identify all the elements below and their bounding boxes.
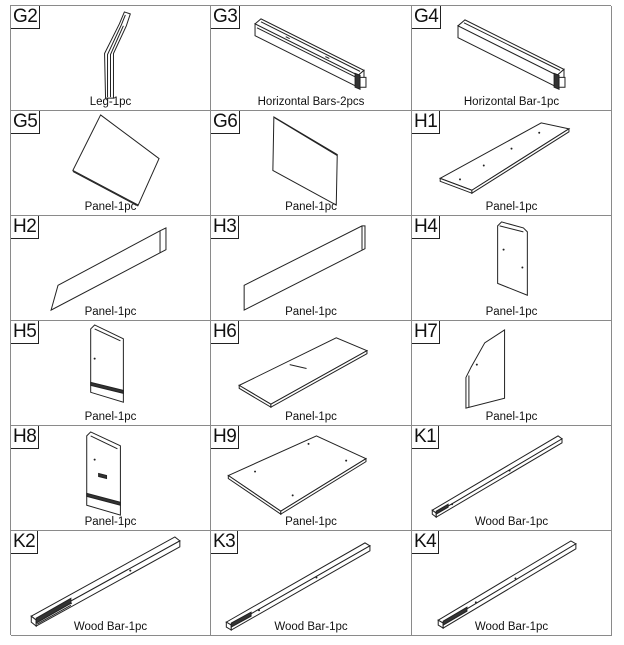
part-code: H7 — [412, 321, 441, 344]
part-cell-h8: H8 Panel-1pc — [11, 426, 211, 531]
part-cell-h1: H1 Panel-1pc — [412, 111, 612, 216]
part-code: K2 — [11, 531, 39, 554]
leg-icon — [11, 6, 210, 110]
part-cell-k2: K2 Wood Bar-1pc — [11, 531, 211, 636]
parts-grid: G2 Leg-1pc G3 Horizontal Bars-2pcs — [10, 5, 612, 636]
panel-icon — [412, 321, 611, 425]
part-caption: Horizontal Bar-1pc — [463, 96, 560, 108]
part-code: H6 — [211, 321, 240, 344]
part-code: H8 — [11, 426, 40, 449]
panel-icon — [11, 321, 210, 425]
part-code: K4 — [412, 531, 440, 554]
part-cell-g6: G6 Panel-1pc — [211, 111, 412, 216]
horizontal-bar-icon — [412, 6, 611, 110]
part-caption: Panel-1pc — [84, 201, 137, 213]
part-caption: Wood Bar-1pc — [274, 621, 348, 633]
panel-icon — [412, 111, 611, 215]
part-cell-k4: K4 Wood Bar-1pc — [412, 531, 612, 636]
part-code: K3 — [211, 531, 239, 554]
part-cell-h2: H2 Panel-1pc — [11, 216, 211, 321]
panel-icon — [11, 426, 210, 530]
part-caption: Leg-1pc — [89, 96, 132, 108]
part-cell-g3: G3 Horizontal Bars-2pcs — [211, 6, 412, 111]
panel-icon — [11, 216, 210, 320]
part-cell-k1: K1 Wood Bar-1pc — [412, 426, 612, 531]
part-caption: Panel-1pc — [285, 411, 337, 423]
part-caption: Panel-1pc — [485, 201, 538, 213]
panel-icon — [11, 111, 210, 215]
part-caption: Horizontal Bars-2pcs — [257, 96, 365, 108]
panel-icon — [211, 426, 411, 530]
panel-icon — [211, 216, 411, 320]
part-code: G3 — [211, 6, 241, 29]
part-code: H2 — [11, 216, 40, 239]
wood-bar-icon — [412, 426, 611, 530]
part-cell-h6: H6 Panel-1pc — [211, 321, 412, 426]
panel-icon — [211, 111, 411, 215]
part-code: K1 — [412, 426, 440, 449]
part-code: G5 — [11, 111, 41, 134]
part-caption: Panel-1pc — [84, 516, 137, 528]
part-caption: Wood Bar-1pc — [474, 621, 549, 633]
part-caption: Panel-1pc — [84, 411, 137, 423]
part-cell-g2: G2 Leg-1pc — [11, 6, 211, 111]
part-code: H5 — [11, 321, 40, 344]
part-caption: Panel-1pc — [485, 306, 538, 318]
part-cell-h5: H5 Panel-1pc — [11, 321, 211, 426]
part-caption: Panel-1pc — [285, 516, 337, 528]
part-caption: Wood Bar-1pc — [73, 621, 148, 633]
wood-bar-icon — [412, 531, 611, 635]
part-code: G6 — [211, 111, 241, 134]
horizontal-bars-icon — [211, 6, 411, 110]
panel-icon — [412, 216, 611, 320]
part-code: G4 — [412, 6, 442, 29]
part-cell-h7: H7 Panel-1pc — [412, 321, 612, 426]
part-code: H3 — [211, 216, 240, 239]
part-code: G2 — [11, 6, 41, 29]
part-caption: Panel-1pc — [485, 411, 538, 423]
part-caption: Panel-1pc — [285, 306, 337, 318]
part-code: H4 — [412, 216, 441, 239]
part-cell-h4: H4 Panel-1pc — [412, 216, 612, 321]
part-caption: Panel-1pc — [84, 306, 137, 318]
wood-bar-icon — [211, 531, 411, 635]
part-cell-h9: H9 Panel-1pc — [211, 426, 412, 531]
part-caption: Wood Bar-1pc — [474, 516, 549, 528]
part-cell-k3: K3 Wood Bar-1pc — [211, 531, 412, 636]
panel-icon — [211, 321, 411, 425]
part-cell-h3: H3 Panel-1pc — [211, 216, 412, 321]
part-code: H1 — [412, 111, 441, 134]
part-cell-g4: G4 Horizontal Bar-1pc — [412, 6, 612, 111]
part-caption: Panel-1pc — [285, 201, 337, 213]
part-cell-g5: G5 Panel-1pc — [11, 111, 211, 216]
part-code: H9 — [211, 426, 240, 449]
wood-bar-icon — [11, 531, 210, 635]
